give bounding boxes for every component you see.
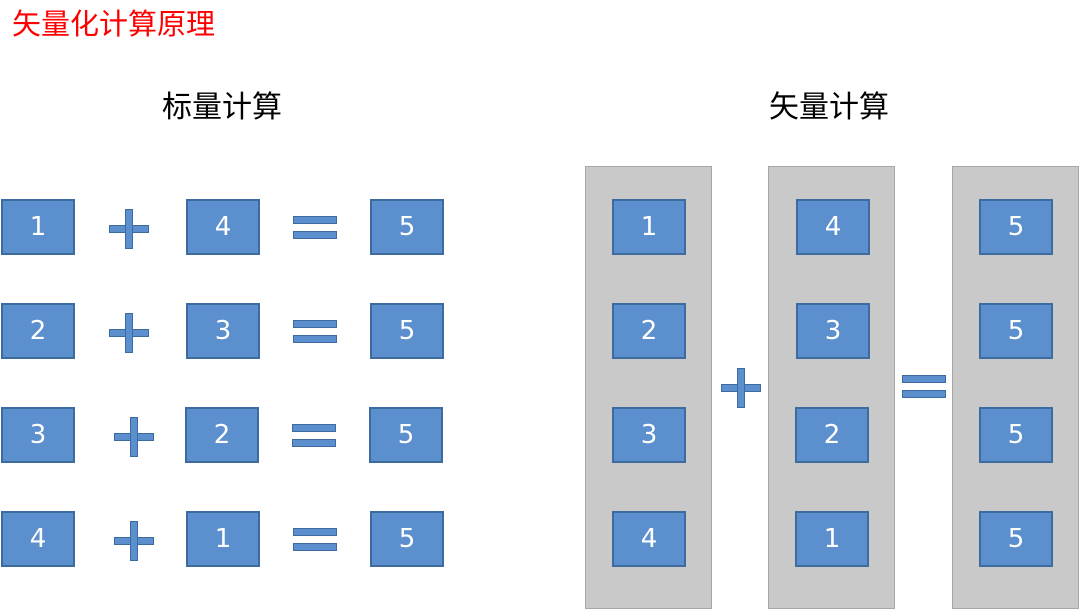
scalar-operand-a: 2 (1, 303, 75, 359)
vector-result-cell: 5 (979, 303, 1053, 359)
plus-icon (109, 209, 149, 249)
scalar-operand-b: 2 (185, 407, 259, 463)
vector-operand-a-cell: 2 (612, 303, 686, 359)
vector-result-cell: 5 (979, 511, 1053, 567)
equals-icon (293, 320, 337, 344)
plus-icon (114, 417, 154, 457)
vector-operand-b-cell: 3 (796, 303, 870, 359)
scalar-result: 5 (370, 199, 444, 255)
scalar-title: 标量计算 (162, 90, 282, 125)
vector-operand-a-cell: 3 (612, 407, 686, 463)
scalar-result: 5 (370, 303, 444, 359)
scalar-operand-b: 4 (186, 199, 260, 255)
equals-icon (902, 375, 946, 399)
scalar-operand-a: 3 (1, 407, 75, 463)
plus-icon (721, 368, 761, 408)
scalar-operand-a: 4 (1, 511, 75, 567)
scalar-result: 5 (369, 407, 443, 463)
vector-result-cell: 5 (979, 199, 1053, 255)
scalar-operand-a: 1 (1, 199, 75, 255)
scalar-operand-b: 1 (186, 511, 260, 567)
vector-operand-b-cell: 4 (796, 199, 870, 255)
vector-operand-a-cell: 1 (612, 199, 686, 255)
vector-title: 矢量计算 (769, 90, 889, 125)
plus-icon (109, 313, 149, 353)
equals-icon (293, 216, 337, 240)
vector-operand-a-cell: 4 (612, 511, 686, 567)
scalar-result: 5 (370, 511, 444, 567)
scalar-operand-b: 3 (186, 303, 260, 359)
plus-icon (114, 521, 154, 561)
equals-icon (292, 424, 336, 448)
vector-operand-b-cell: 1 (795, 511, 869, 567)
equals-icon (293, 528, 337, 552)
vector-operand-b-cell: 2 (795, 407, 869, 463)
vector-result-cell: 5 (979, 407, 1053, 463)
page-title: 矢量化计算原理 (12, 7, 216, 41)
